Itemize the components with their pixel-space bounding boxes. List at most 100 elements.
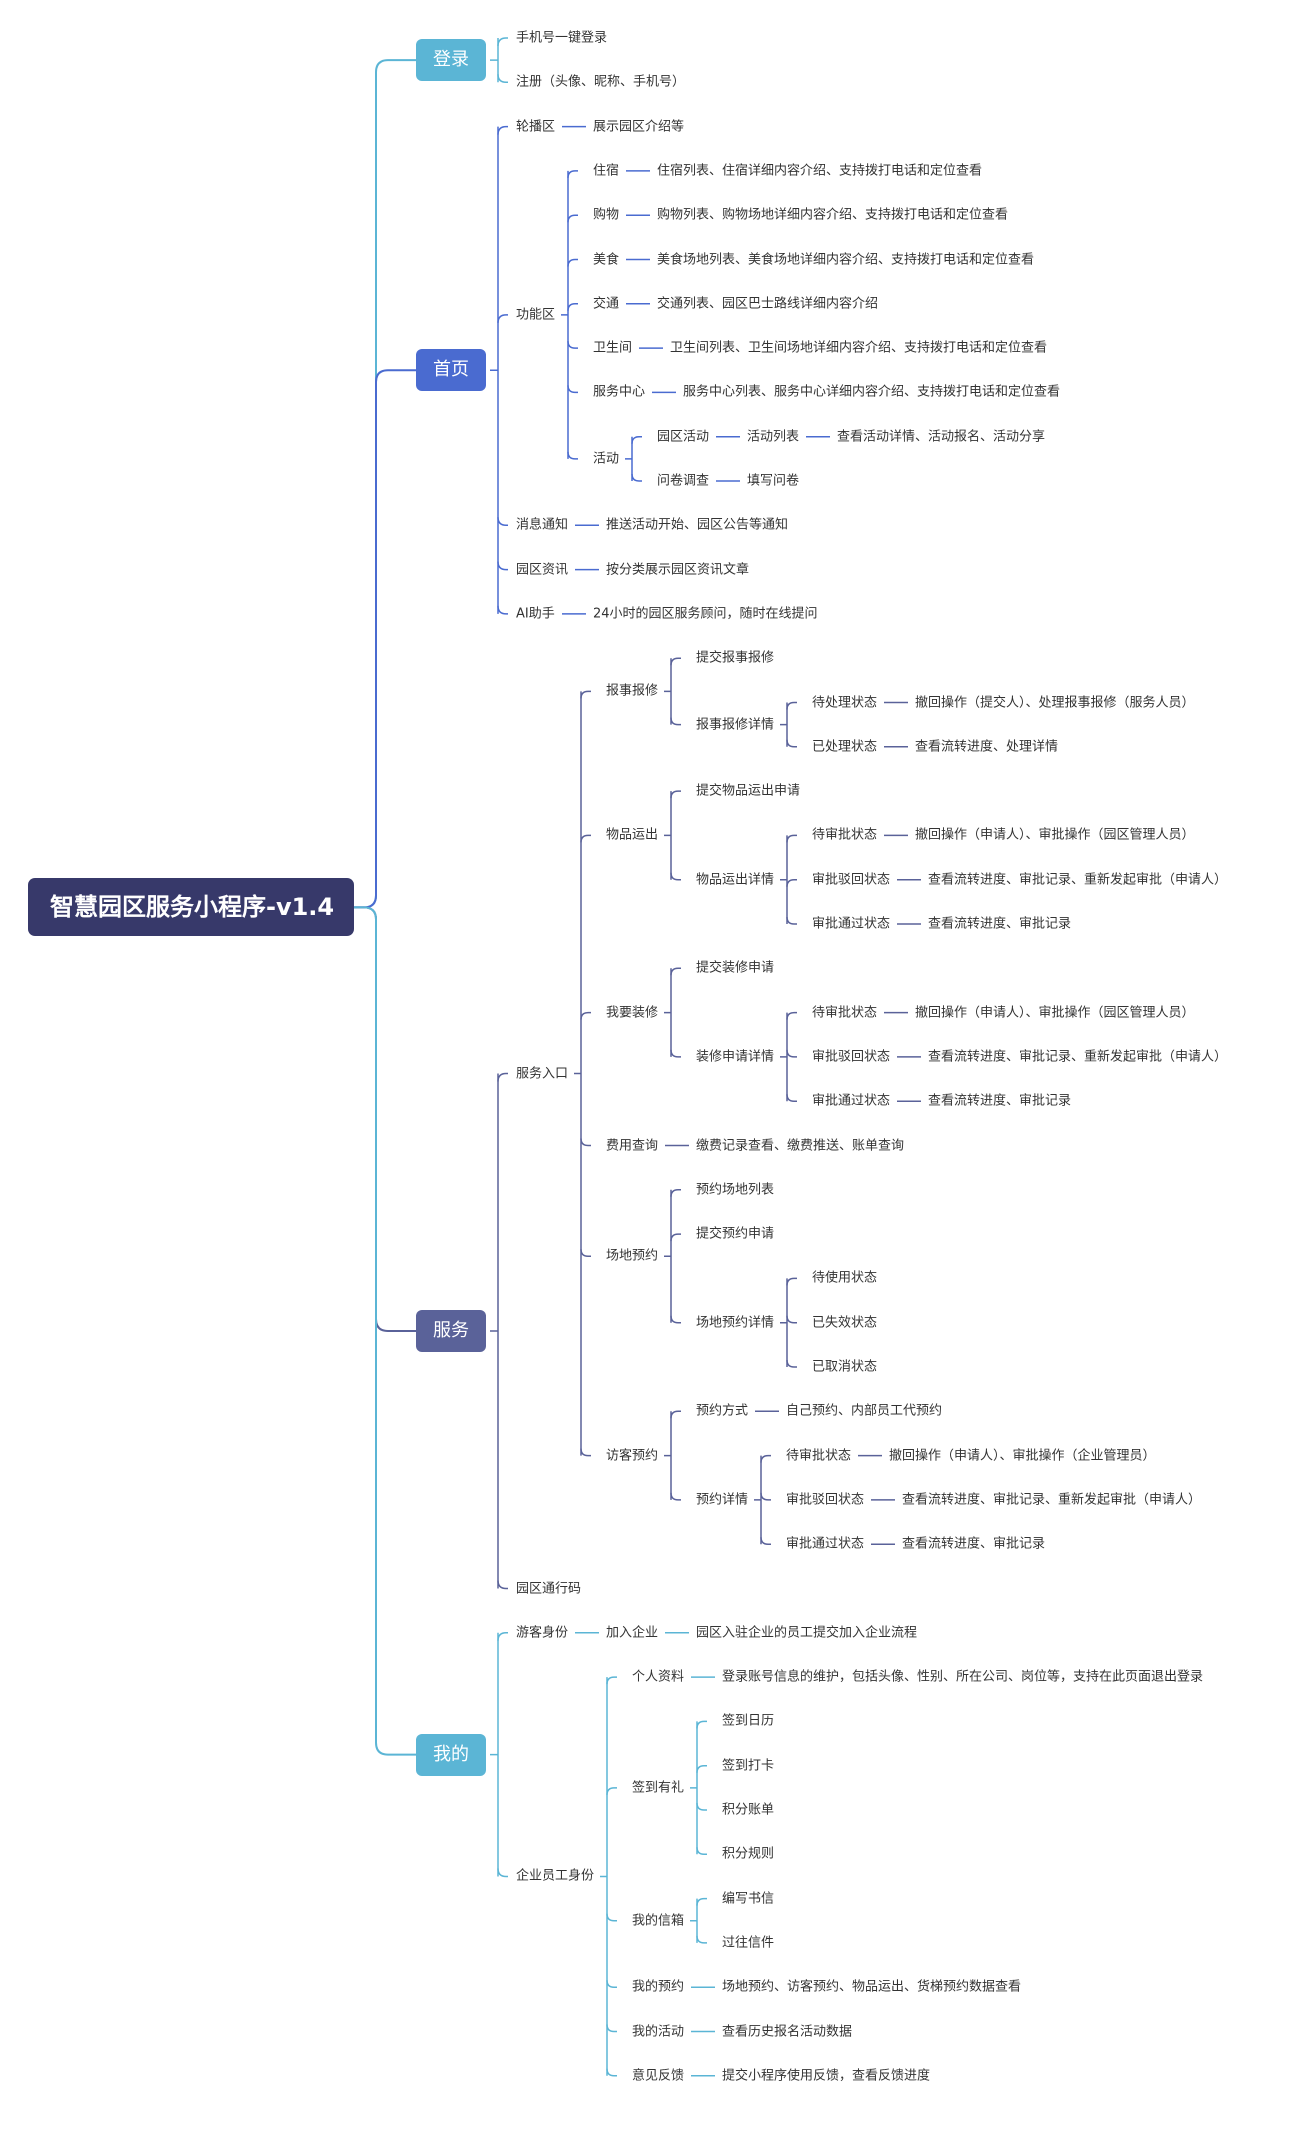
node-d3: 费用查询 [606,1138,659,1153]
node-d2: 消息通知 [516,517,569,533]
connector-branch-2-trunk [490,1073,499,1589]
connector-d4-branch [786,1315,797,1324]
connector-d3-trunk [625,436,633,481]
node-d4: 场地预约、访客预约、物品运出、货梯预约数据查看 [722,1979,1022,1995]
node-d4: 场地预约详情 [696,1315,775,1331]
node-d6: 查看流转进度、审批记录、重新发起审批（申请人） [928,1049,1228,1065]
node-d4: 提交物品运出申请 [696,783,801,799]
node-d2: 企业员工身份 [516,1868,595,1884]
connector-d4-branch [786,834,797,843]
node-d4: 积分规则 [722,1846,775,1862]
connector-d4-trunk [780,1012,788,1102]
connector-d2-branch [567,258,578,267]
connector-d2-branch [606,2024,617,2033]
node-d3: 推送活动开始、园区公告等通知 [606,517,789,533]
node-d2: 园区资讯 [516,562,569,578]
connector-branch-2-branch [497,1072,508,1082]
node-d3: 服务中心 [593,384,646,400]
node-d4: 美食场地列表、美食场地详细内容介绍、支持拨打电话和定位查看 [657,252,1035,267]
node-d5: 填写问卷 [747,473,800,489]
node-d3: 签到有礼 [632,1780,685,1796]
connector-d3-branch [696,1720,707,1729]
connector-d4-trunk [780,835,788,924]
node-d3: 我的预约 [632,1979,685,1995]
node-d4: 物品运出详情 [696,872,775,888]
node-d4: 卫生间列表、卫生间场地详细内容介绍、支持拨打电话和定位查看 [670,340,1048,356]
connector-d3-branch [670,967,681,976]
node-d3: 美食 [593,252,620,267]
connector-branch-3-branch [497,1868,508,1878]
node-d6: 撤回操作（提交人）、处理报事报修（服务人员） [915,695,1195,710]
connector-d4-branch [786,878,797,887]
node-d4: 园区入驻企业的员工提交加入企业流程 [696,1625,918,1641]
connector-branch-0-branch [497,37,508,47]
connector-d3-branch [670,872,681,881]
node-d5: 已失效状态 [812,1315,878,1331]
connector-d3-trunk [690,1898,698,1943]
connector-branch-1-branch [497,605,508,615]
connector-d4-branch [786,916,797,925]
connector-d2-branch [580,1011,591,1020]
connector-root-2 [354,906,416,1333]
connector-root-3 [354,906,416,1756]
node-d2: 游客身份 [516,1625,569,1641]
node-d5: 审批通过状态 [812,1093,891,1109]
connector-d4-branch [760,1492,771,1501]
node-d3: 意见反馈 [632,2068,685,2084]
node-d3: 卫生间 [593,340,633,356]
node-d4: 交通列表、园区巴士路线详细内容介绍 [657,296,879,312]
node-d4: 提交装修申请 [696,960,775,976]
connector-d3-branch [696,1802,707,1811]
connector-d3-branch [696,1847,707,1856]
connector-branch-1-branch [497,125,508,135]
node-d4: 登录账号信息的维护，包括头像、性别、所在公司、岗位等，支持在此页面退出登录 [722,1669,1204,1685]
connector-d3-branch [670,1049,681,1058]
node-d6: 撤回操作（申请人）、审批操作（企业管理员） [889,1448,1156,1464]
node-d5: 审批驳回状态 [786,1492,865,1508]
node-d4: 报事报修详情 [696,717,775,733]
connector-root-1 [354,369,416,909]
node-d4: 缴费记录查看、缴费推送、账单查询 [696,1138,905,1153]
branch-node-3: 我的 [416,1733,486,1776]
connector-branch-3-trunk [490,1632,499,1877]
connector-d4-branch [786,1094,797,1102]
node-d3: 活动 [593,451,620,467]
connector-d3-trunk [664,968,672,1057]
node-d5: 已处理状态 [812,739,878,755]
connector-d2-trunk [574,691,582,1456]
connector-d4-branch [786,1277,797,1286]
connector-d2-branch [567,170,578,178]
connector-d3-branch [631,473,642,482]
connector-d2-branch [580,690,591,699]
node-d5: 审批驳回状态 [812,872,891,888]
connector-d3-branch [670,657,681,666]
node-d6: 撤回操作（申请人）、审批操作（园区管理人员） [915,827,1195,843]
node-d5: 自己预约、内部员工代预约 [786,1403,943,1419]
node-d5: 待审批状态 [812,827,878,843]
node-d3: 交通 [593,296,620,312]
node-d3: 住宿 [593,163,620,179]
node-d4: 预约详情 [696,1492,749,1508]
node-d6: 查看流转进度、审批记录、重新发起审批（申请人） [902,1492,1202,1508]
node-d3: 访客预约 [606,1448,659,1464]
connector-d3-branch [670,1189,681,1197]
connector-d3-branch [670,1315,681,1324]
node-d3: 我要装修 [606,1005,659,1021]
node-d6: 查看流转进度、审批记录 [928,1093,1072,1109]
connector-d3-trunk [690,1721,698,1855]
connector-d3-branch [631,435,642,444]
node-d4: 住宿列表、住宿详细内容介绍、支持拨打电话和定位查看 [657,163,983,179]
connector-branch-0-trunk [490,38,499,83]
node-d2: 轮播区 [516,119,556,135]
connector-d2-branch [567,341,578,349]
node-d3: 加入企业 [606,1625,659,1641]
connector-d2-branch [580,834,591,843]
node-d3: 报事报修 [606,683,659,699]
connector-d4-branch [786,701,797,710]
connector-d2-branch [606,1787,617,1795]
connector-d4-branch [786,1011,797,1020]
node-d4: 查看历史报名活动数据 [722,2024,853,2039]
node-d2: 功能区 [516,307,556,323]
node-d2: 服务入口 [516,1066,569,1081]
